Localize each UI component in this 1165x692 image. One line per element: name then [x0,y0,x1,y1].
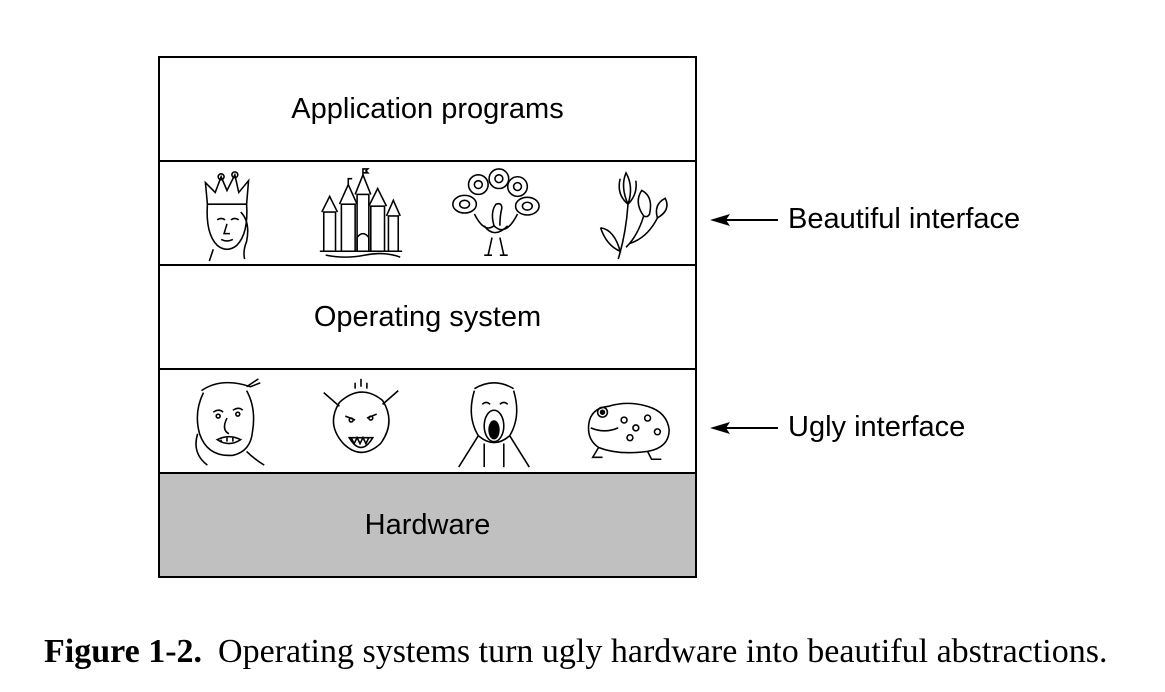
figure-caption: Figure 1-2. Operating systems turn ugly h… [44,633,1107,671]
application-programs-label: Application programs [291,93,564,125]
beautiful-interface-callout: Beautiful interface [710,203,1020,236]
toad-icon [573,372,683,472]
figure-number: Figure 1-2. [44,633,203,670]
figure-caption-text: Operating systems turn ugly hardware int… [218,633,1108,670]
ugly-interface-layer [158,368,697,473]
ugly-interface-label: Ugly interface [788,411,966,443]
screaming-face-icon [439,372,549,472]
hardware-layer: Hardware [158,472,697,578]
layer-stack: Application programs [158,56,697,578]
hardware-label: Hardware [364,508,491,541]
monster-face-icon [306,372,416,472]
ugly-face-icon [172,372,282,472]
peacock-icon [439,164,549,264]
ugly-interface-callout: Ugly interface [710,411,965,444]
beautiful-interface-layer [158,160,697,265]
castle-icon [306,164,416,264]
arrow-left-icon [710,421,778,434]
beautiful-interface-label: Beautiful interface [788,203,1021,235]
application-programs-layer: Application programs [158,56,697,161]
operating-system-layer: Operating system [158,264,697,369]
queen-icon [172,164,282,264]
arrow-left-icon [710,213,778,226]
flower-icon [573,164,683,264]
operating-system-label: Operating system [313,301,542,333]
